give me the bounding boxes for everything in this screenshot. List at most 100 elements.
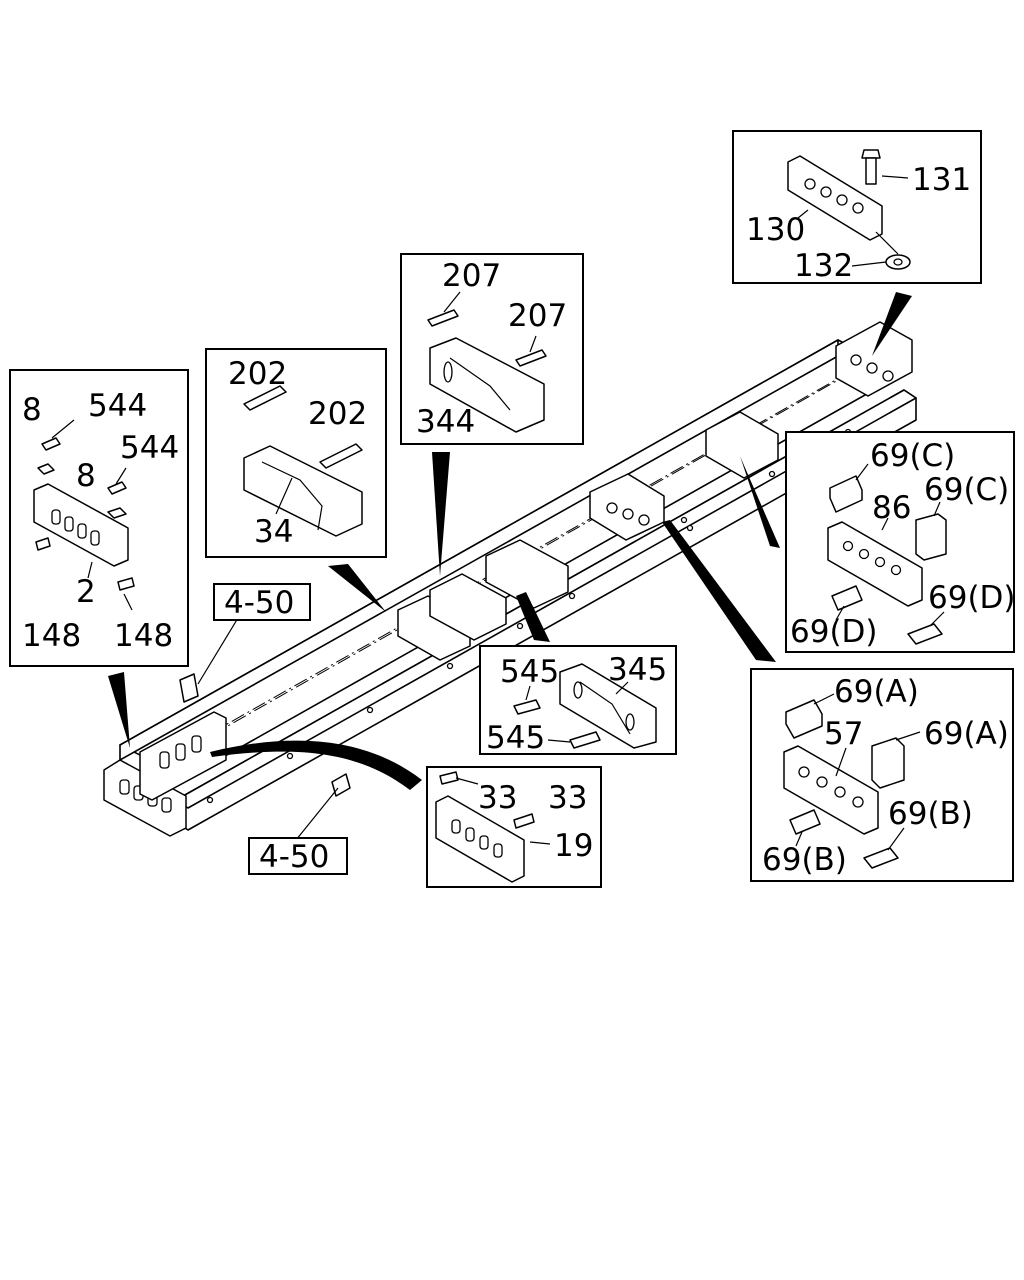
detail-box-86	[785, 431, 1015, 653]
rear-crossmember-on-frame	[835, 321, 913, 397]
reference-lower: 4-50	[248, 837, 348, 875]
hole	[852, 202, 864, 214]
pointers	[108, 292, 912, 841]
callout-8-right: 8	[76, 458, 96, 494]
leader	[529, 335, 537, 353]
leader	[115, 467, 127, 485]
callout-69a-right: 69(A)	[924, 716, 1009, 752]
callout-34: 34	[254, 514, 293, 550]
callout-69b-right: 69(B)	[888, 796, 973, 832]
callout-8-left: 8	[22, 392, 42, 428]
frame-hole	[446, 662, 454, 670]
leader	[123, 593, 133, 611]
plate-544-right	[107, 481, 127, 495]
crossmember-86-on-frame	[705, 411, 779, 479]
hole	[816, 776, 828, 788]
hole	[479, 835, 489, 850]
front-hole-1	[119, 779, 130, 795]
bracket-upper	[179, 673, 199, 703]
callout-57: 57	[824, 716, 863, 752]
reference-4-50-upper: 4-50	[224, 585, 294, 621]
crossmember-344-web	[449, 357, 511, 411]
callout-2: 2	[76, 574, 96, 610]
callout-544-upper: 544	[88, 388, 147, 424]
reference-box-lower	[248, 837, 348, 875]
hole	[573, 681, 583, 699]
hole	[451, 819, 461, 834]
second-hole-2	[175, 743, 186, 761]
callout-207-lower: 207	[508, 298, 567, 334]
second-hole-3	[191, 735, 202, 753]
reference-upper: 4-50	[213, 583, 311, 621]
leader	[887, 827, 905, 851]
leader	[929, 611, 945, 627]
cm57-hole-1	[606, 502, 618, 514]
pointer-57	[662, 520, 776, 662]
pointer-19	[210, 740, 422, 790]
frame-hole	[568, 592, 576, 600]
chassis-frame	[103, 321, 917, 837]
hole	[858, 548, 870, 560]
callout-207-upper: 207	[442, 258, 501, 294]
callout-33-right: 33	[548, 780, 587, 816]
plate-33-right	[513, 813, 535, 829]
front-hole-4	[161, 797, 172, 813]
hole	[836, 194, 848, 206]
callout-345: 345	[608, 652, 667, 688]
leader	[895, 731, 921, 741]
callout-202-lower: 202	[308, 396, 367, 432]
plate-69c-left	[829, 475, 863, 513]
callout-148-right: 148	[114, 618, 173, 654]
detail-front-crossmember: 8 544 544 8 2 148 148	[9, 369, 189, 667]
hole	[834, 786, 846, 798]
detail-crossmember-34: 202 202 34	[205, 348, 387, 558]
callout-19: 19	[554, 828, 593, 864]
callout-130: 130	[746, 212, 805, 248]
frame-hole	[686, 524, 694, 532]
pointer-front	[108, 672, 130, 748]
detail-crossmember-86: 69(C) 69(C) 86 69(D) 69(D)	[785, 431, 1016, 653]
plate-148-right	[117, 577, 135, 591]
hole	[493, 843, 503, 858]
hole	[90, 530, 100, 546]
pointer-344	[432, 452, 450, 576]
detail-crossmember-57: 69(A) 57 69(A) 69(B) 69(B)	[750, 668, 1014, 882]
hole	[64, 516, 74, 532]
callout-33-left: 33	[478, 780, 517, 816]
front-crossmember-on-frame	[103, 759, 187, 837]
callout-131: 131	[912, 162, 971, 198]
leader	[525, 685, 531, 701]
callout-69c-lower: 69(C)	[924, 472, 1009, 508]
plate-69d-right	[907, 623, 943, 645]
bolt-131-shank	[865, 157, 877, 185]
callout-132: 132	[794, 248, 853, 284]
frame-centerline-2	[189, 337, 911, 746]
leader	[813, 693, 835, 705]
leader	[547, 739, 571, 743]
pointer-rear	[872, 292, 912, 356]
crossmember-34-web	[261, 461, 323, 531]
leader	[875, 231, 899, 255]
leader	[881, 517, 889, 531]
callout-545-upper: 545	[500, 654, 559, 690]
callout-545-lower: 545	[486, 720, 545, 756]
hole	[51, 509, 61, 525]
callout-148-left: 148	[22, 618, 81, 654]
crossmember-344	[429, 337, 545, 433]
detail-crossmember-19: 33 33 19	[426, 766, 602, 888]
detail-crossmember-344: 207 207 344	[400, 253, 584, 445]
hole	[842, 540, 854, 552]
block-69c-right	[915, 513, 947, 561]
callout-69b-left: 69(B)	[762, 842, 847, 878]
leader	[851, 261, 887, 267]
pointer-34	[328, 564, 386, 612]
hole	[465, 827, 475, 842]
hole	[443, 361, 453, 383]
rear-hole-3	[882, 370, 894, 382]
hole	[798, 766, 810, 778]
hole	[874, 556, 886, 568]
callout-344: 344	[416, 404, 475, 440]
plate-148-left	[35, 537, 51, 551]
frame-hole	[206, 796, 214, 804]
